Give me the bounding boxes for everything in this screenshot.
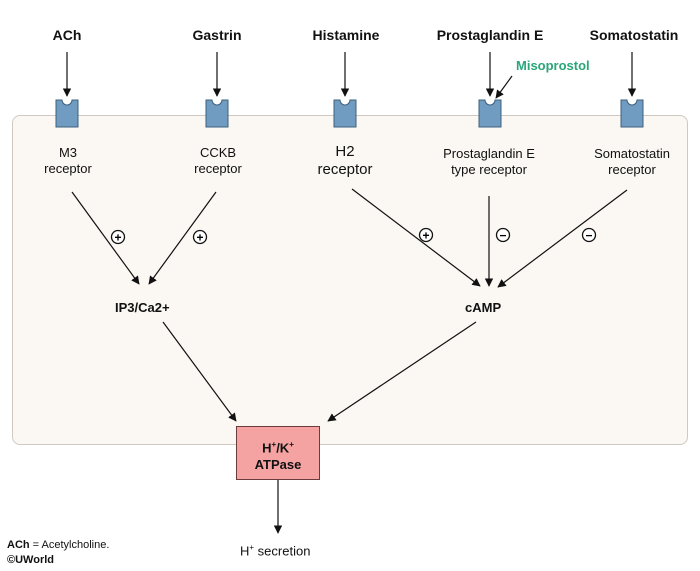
second-messenger-ip3-ca2: IP3/Ca2+ (115, 300, 170, 315)
ligand-prostaglandin-e: Prostaglandin E (436, 27, 544, 43)
receptor-sst-line2: receptor (608, 162, 656, 177)
sign-circle-m3: + (110, 229, 126, 245)
receptor-label-pge: Prostaglandin E type receptor (409, 146, 569, 178)
ligand-histamine: Histamine (312, 27, 380, 43)
receptor-cckb-line2: receptor (194, 161, 242, 176)
sign-circle-h2: + (418, 227, 434, 243)
proton-pump-line2: ATPase (254, 457, 302, 473)
abbreviation-definition: = Acetylcholine. (29, 539, 110, 551)
secretion-text: secretion (254, 543, 311, 559)
sst-receptor-shape (620, 99, 644, 128)
arrow-camp-to-atpase (327, 321, 477, 422)
svg-text:−: − (585, 229, 592, 243)
receptor-pge-line2: type receptor (451, 162, 527, 177)
receptor-label-m3: M3 receptor (0, 145, 148, 177)
svg-text:−: − (499, 229, 506, 243)
receptor-label-somatostatin: Somatostatin receptor (552, 146, 700, 178)
receptor-h2-line1: H2 (335, 143, 355, 160)
receptor-label-h2: H2 receptor (265, 143, 425, 179)
arrow-cckb-to-ip3 (148, 191, 217, 285)
arrow-ip3-to-atpase (162, 321, 237, 422)
parietal-cell-boundary (12, 115, 688, 445)
arrow-misoprostol-to-receptor (495, 75, 513, 99)
pump-h-charge: + (271, 440, 277, 449)
svg-text:+: + (196, 231, 203, 245)
h2-receptor-shape (333, 99, 357, 128)
receptor-pge-line1: Prostaglandin E (443, 146, 535, 161)
abbreviation-note: ACh = Acetylcholine. (7, 539, 109, 551)
pump-k-charge: + (289, 440, 294, 449)
proton-pump-box: H+/K+ ATPase (236, 426, 320, 480)
ligand-somatostatin: Somatostatin (589, 27, 679, 43)
ligand-ach: ACh (52, 27, 82, 43)
receptor-m3-line2: receptor (44, 161, 92, 176)
receptor-m3-line1: M3 (58, 145, 78, 160)
pump-k: /K (276, 440, 290, 456)
svg-text:+: + (422, 229, 429, 243)
copyright: ©UWorld (7, 554, 55, 566)
proton-pump-line1: H+/K+ (237, 436, 319, 456)
arrow-sst-to-camp (497, 189, 628, 288)
svg-text:+: + (114, 231, 121, 245)
ligand-gastrin: Gastrin (192, 27, 242, 43)
sign-circle-pge: − (495, 227, 511, 243)
drug-misoprostol: Misoprostol (516, 58, 590, 73)
h-secretion-label: H+ secretion (240, 543, 310, 558)
arrow-h2-to-camp (351, 188, 481, 287)
arrow-m3-to-ip3 (71, 191, 140, 285)
pump-h: H (262, 440, 272, 456)
m3-receptor-shape (55, 99, 79, 128)
second-messenger-camp: cAMP (465, 300, 502, 315)
secretion-h-charge: + (249, 543, 255, 552)
sign-circle-sst: − (581, 227, 597, 243)
receptor-cckb-line1: CCKB (199, 145, 237, 160)
receptor-sst-line1: Somatostatin (594, 146, 670, 161)
sign-circle-cckb: + (192, 229, 208, 245)
abbreviation-term: ACh (7, 539, 30, 551)
pge-receptor-shape (478, 99, 502, 128)
secretion-h: H (240, 543, 250, 559)
receptor-label-cckb: CCKB receptor (138, 145, 298, 177)
receptor-h2-line2: receptor (317, 161, 373, 178)
cckb-receptor-shape (205, 99, 229, 128)
